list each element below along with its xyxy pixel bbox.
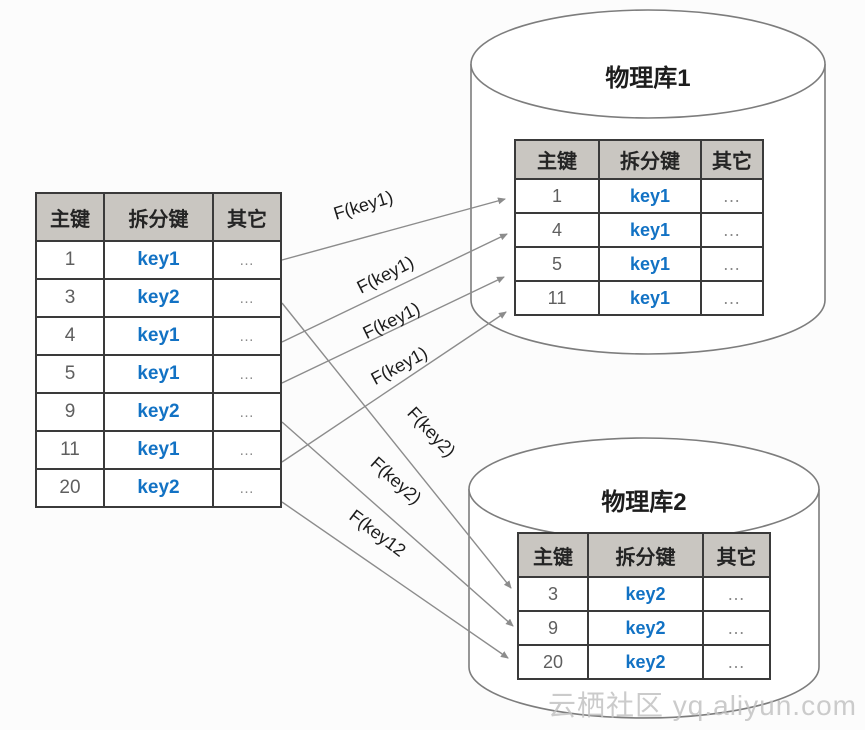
cell-other: … — [702, 576, 771, 612]
cell-other: … — [700, 280, 764, 316]
cell-other: … — [700, 246, 764, 282]
cell-other: … — [702, 644, 771, 680]
cell-other: … — [212, 240, 282, 280]
db2-col-pk: 主键 — [517, 532, 589, 578]
cell-pk: 1 — [35, 240, 105, 280]
cell-splitkey: key1 — [598, 246, 702, 282]
cell-pk: 9 — [517, 610, 589, 646]
arrow-key1-row11 — [281, 311, 507, 463]
source-col-splitkey: 拆分键 — [103, 192, 214, 242]
cell-pk: 11 — [514, 280, 600, 316]
cell-pk: 1 — [514, 178, 600, 214]
cell-splitkey: key1 — [598, 178, 702, 214]
cell-splitkey: key1 — [598, 280, 702, 316]
cell-other: … — [212, 354, 282, 394]
cell-pk: 4 — [35, 316, 105, 356]
cell-splitkey: key1 — [103, 240, 214, 280]
cell-splitkey: key1 — [103, 354, 214, 394]
cell-other: … — [212, 430, 282, 470]
db1-title: 物理库1 — [605, 65, 691, 92]
cell-other: … — [212, 392, 282, 432]
source-col-pk: 主键 — [35, 192, 105, 242]
cell-splitkey: key1 — [103, 430, 214, 470]
db1-table-header-row: 主键 拆分键 其它 — [514, 139, 764, 180]
cell-splitkey: key2 — [587, 576, 704, 612]
mapping-arrows — [281, 197, 514, 659]
source-table-header-row: 主键 拆分键 其它 — [35, 192, 282, 242]
arrow-key1-row4 — [281, 233, 508, 343]
db1-cylinder-top — [470, 9, 826, 119]
watermark: 云栖社区 yq.aliyun.com — [548, 690, 857, 721]
arrow-key2-row20 — [281, 501, 509, 659]
arrow-labels: F(key1) F(key1) F(key1) F(key1) F(key2) … — [331, 187, 459, 561]
arrow-label-fkey1-4: F(key1) — [368, 343, 431, 389]
cell-pk: 5 — [514, 246, 600, 282]
cell-pk: 11 — [35, 430, 105, 470]
cell-other: … — [212, 278, 282, 318]
db2-col-splitkey: 拆分键 — [587, 532, 704, 578]
cell-pk: 4 — [514, 212, 600, 248]
cell-other: … — [702, 610, 771, 646]
cell-splitkey: key2 — [587, 610, 704, 646]
arrow-label-fkey1-1: F(key1) — [331, 187, 395, 224]
cell-pk: 20 — [517, 644, 589, 680]
arrow-label-fkey2-2: F(key2) — [367, 453, 426, 509]
cell-other: … — [700, 178, 764, 214]
arrow-key2-row9 — [281, 421, 514, 627]
cell-splitkey: key1 — [103, 316, 214, 356]
cell-splitkey: key2 — [103, 278, 214, 318]
cell-splitkey: key2 — [103, 468, 214, 508]
arrow-label-fkey1-2: F(key1) — [354, 252, 417, 298]
cell-splitkey: key2 — [103, 392, 214, 432]
arrow-label-fkey2-1: F(key2) — [403, 403, 459, 461]
arrow-key2-row3 — [281, 302, 512, 589]
arrow-label-fkey1-3: F(key1) — [360, 298, 424, 343]
cell-other: … — [212, 468, 282, 508]
cell-splitkey: key2 — [587, 644, 704, 680]
arrow-key1-row1 — [281, 197, 506, 261]
arrow-key1-row5 — [281, 276, 505, 384]
db2-table-header-row: 主键 拆分键 其它 — [517, 532, 771, 578]
cell-pk: 20 — [35, 468, 105, 508]
db1-col-splitkey: 拆分键 — [598, 139, 702, 180]
db1-col-other: 其它 — [700, 139, 764, 180]
cell-splitkey: key1 — [598, 212, 702, 248]
cell-other: … — [212, 316, 282, 356]
db1-col-pk: 主键 — [514, 139, 600, 180]
cell-pk: 5 — [35, 354, 105, 394]
cell-pk: 3 — [35, 278, 105, 318]
cell-other: … — [700, 212, 764, 248]
db2-title: 物理库2 — [601, 489, 687, 516]
cell-pk: 9 — [35, 392, 105, 432]
db2-col-other: 其它 — [702, 532, 771, 578]
source-col-other: 其它 — [212, 192, 282, 242]
cell-pk: 3 — [517, 576, 589, 612]
